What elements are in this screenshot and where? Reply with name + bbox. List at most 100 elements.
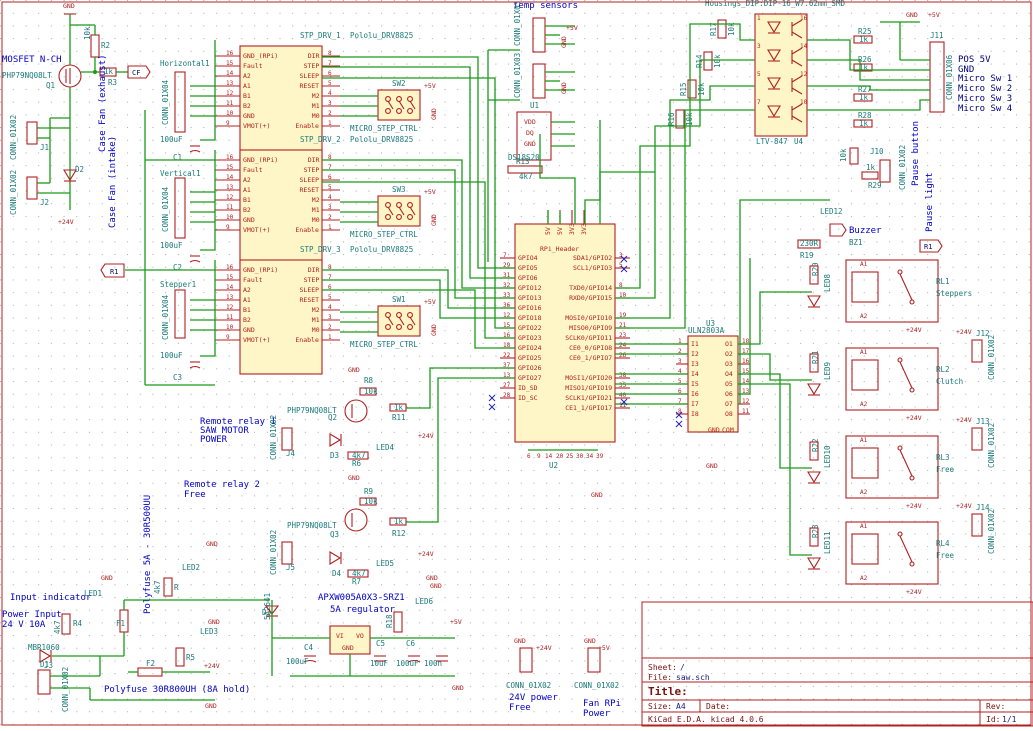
svg-text:R15: R15 bbox=[679, 82, 688, 96]
svg-text:PHP79NQ08LT: PHP79NQ08LT bbox=[2, 71, 52, 80]
svg-text:GND_(RPi): GND_(RPi) bbox=[243, 266, 278, 274]
svg-text:GND: GND bbox=[430, 214, 438, 226]
svg-text:28: 28 bbox=[503, 392, 511, 399]
svg-text:J4: J4 bbox=[286, 449, 296, 458]
svg-text:MOSI0/GPIO10: MOSI0/GPIO10 bbox=[565, 314, 612, 322]
svg-text:J1: J1 bbox=[40, 143, 49, 152]
sheet-value: / bbox=[680, 663, 685, 672]
fan-rpi-power-connector: GND +5V CONN_01X02 Fan RPi Power bbox=[574, 637, 621, 719]
svg-text:R17: R17 bbox=[709, 22, 718, 36]
svg-text:R11: R11 bbox=[392, 413, 406, 422]
svg-text:6: 6 bbox=[328, 174, 332, 181]
svg-text:Fault: Fault bbox=[243, 276, 263, 284]
svg-text:J3: J3 bbox=[44, 661, 53, 670]
svg-text:CONN_01X02: CONN_01X02 bbox=[61, 667, 70, 712]
svg-text:Fan RPi: Fan RPi bbox=[583, 699, 621, 709]
svg-text:R6: R6 bbox=[352, 459, 362, 468]
svg-text:LTV-847: LTV-847 bbox=[756, 137, 788, 146]
svg-text:GND: GND bbox=[524, 140, 536, 148]
svg-text:+24V: +24V bbox=[906, 326, 922, 334]
svg-text:GPIO12: GPIO12 bbox=[518, 284, 542, 292]
svg-text:10k: 10k bbox=[713, 54, 722, 68]
svg-text:Micro Sw 1: Micro Sw 1 bbox=[958, 74, 1012, 84]
svg-text:6: 6 bbox=[328, 284, 332, 291]
svg-text:4k7: 4k7 bbox=[352, 569, 366, 578]
svg-text:32: 32 bbox=[503, 282, 511, 289]
svg-text:10: 10 bbox=[226, 214, 234, 221]
svg-text:COM: COM bbox=[722, 426, 734, 434]
svg-text:A1: A1 bbox=[860, 261, 868, 268]
svg-text:1k: 1k bbox=[394, 517, 404, 526]
buzzer-bz1: Buzzer BZ1 230R R19 LED12 bbox=[797, 207, 882, 260]
svg-text:CONN_01X02: CONN_01X02 bbox=[574, 681, 619, 690]
svg-text:B1: B1 bbox=[243, 92, 251, 100]
svg-text:Q2: Q2 bbox=[328, 413, 337, 422]
svg-text:RL1: RL1 bbox=[936, 277, 950, 286]
svg-text:RESET: RESET bbox=[300, 296, 320, 304]
svg-text:Free: Free bbox=[936, 465, 955, 474]
svg-text:1: 1 bbox=[328, 224, 332, 231]
svg-text:+24V: +24V bbox=[956, 416, 972, 424]
svg-text:3V3: 3V3 bbox=[568, 223, 576, 235]
svg-text:SW2: SW2 bbox=[392, 79, 406, 88]
svg-text:3: 3 bbox=[328, 100, 332, 107]
svg-text:Pause button: Pause button bbox=[911, 121, 921, 186]
svg-text:I4: I4 bbox=[691, 370, 699, 378]
id-value: 1/1 bbox=[1002, 715, 1017, 724]
svg-text:MBR1060: MBR1060 bbox=[28, 643, 60, 652]
svg-text:Clutch: Clutch bbox=[936, 377, 963, 386]
svg-text:1k: 1k bbox=[859, 63, 869, 72]
svg-text:A1: A1 bbox=[860, 523, 868, 530]
svg-text:APXW005A0X3-SRZ1: APXW005A0X3-SRZ1 bbox=[318, 593, 405, 603]
svg-text:R25: R25 bbox=[858, 27, 872, 36]
svg-text:R: R bbox=[174, 583, 179, 592]
svg-text:3: 3 bbox=[757, 43, 761, 50]
svg-text:8: 8 bbox=[678, 408, 682, 415]
svg-text:4: 4 bbox=[678, 368, 682, 375]
svg-text:CONN_01X03: CONN_01X03 bbox=[513, 1, 522, 46]
svg-text:Polyfuse 5A - 30R500UU: Polyfuse 5A - 30R500UU bbox=[143, 495, 153, 614]
svg-text:Free: Free bbox=[184, 490, 206, 500]
svg-text:+5V: +5V bbox=[424, 188, 436, 196]
svg-text:R28: R28 bbox=[858, 111, 872, 120]
svg-text:U4: U4 bbox=[794, 137, 804, 146]
svg-text:SAW MOTOR: SAW MOTOR bbox=[200, 426, 249, 436]
svg-text:CONN_01X02: CONN_01X02 bbox=[898, 145, 907, 190]
svg-text:J2: J2 bbox=[40, 198, 49, 207]
svg-text:5: 5 bbox=[328, 294, 332, 301]
cf-net-label: CF bbox=[127, 65, 151, 79]
svg-text:GND: GND bbox=[591, 491, 603, 499]
size-label: Size: bbox=[648, 702, 672, 711]
svg-text:12: 12 bbox=[226, 90, 234, 97]
svg-text:U1: U1 bbox=[530, 101, 539, 110]
svg-text:R23: R23 bbox=[811, 524, 820, 538]
svg-text:LED6: LED6 bbox=[415, 597, 434, 606]
svg-text:7: 7 bbox=[328, 60, 332, 67]
svg-text:VI: VI bbox=[336, 632, 344, 640]
svg-text:A2: A2 bbox=[860, 489, 868, 496]
svg-text:O6: O6 bbox=[725, 390, 733, 398]
svg-text:11: 11 bbox=[226, 314, 234, 321]
driver-value: Pololu_DRV8825 bbox=[350, 245, 413, 254]
svg-text:Free: Free bbox=[509, 703, 531, 713]
svg-text:DIR: DIR bbox=[308, 156, 320, 164]
svg-text:MICRO_STEP_CTRL: MICRO_STEP_CTRL bbox=[350, 124, 418, 133]
svg-text:14: 14 bbox=[800, 43, 808, 50]
svg-text:22: 22 bbox=[503, 352, 511, 359]
svg-text:GPIO6: GPIO6 bbox=[518, 274, 538, 282]
svg-text:30: 30 bbox=[576, 453, 584, 460]
svg-text:100uF: 100uF bbox=[160, 241, 183, 250]
signal-wires bbox=[145, 21, 930, 556]
svg-text:SLEEP: SLEEP bbox=[300, 176, 320, 184]
svg-text:10: 10 bbox=[226, 110, 234, 117]
svg-text:3V3: 3V3 bbox=[580, 223, 588, 235]
r1-net-label-right: R1 bbox=[919, 239, 943, 253]
svg-text:4k7: 4k7 bbox=[53, 620, 62, 634]
svg-text:SCL1/GPIO3: SCL1/GPIO3 bbox=[573, 264, 612, 272]
svg-text:RXD0/GPIO15: RXD0/GPIO15 bbox=[569, 294, 612, 302]
svg-text:CONN_01X02: CONN_01X02 bbox=[987, 335, 996, 380]
